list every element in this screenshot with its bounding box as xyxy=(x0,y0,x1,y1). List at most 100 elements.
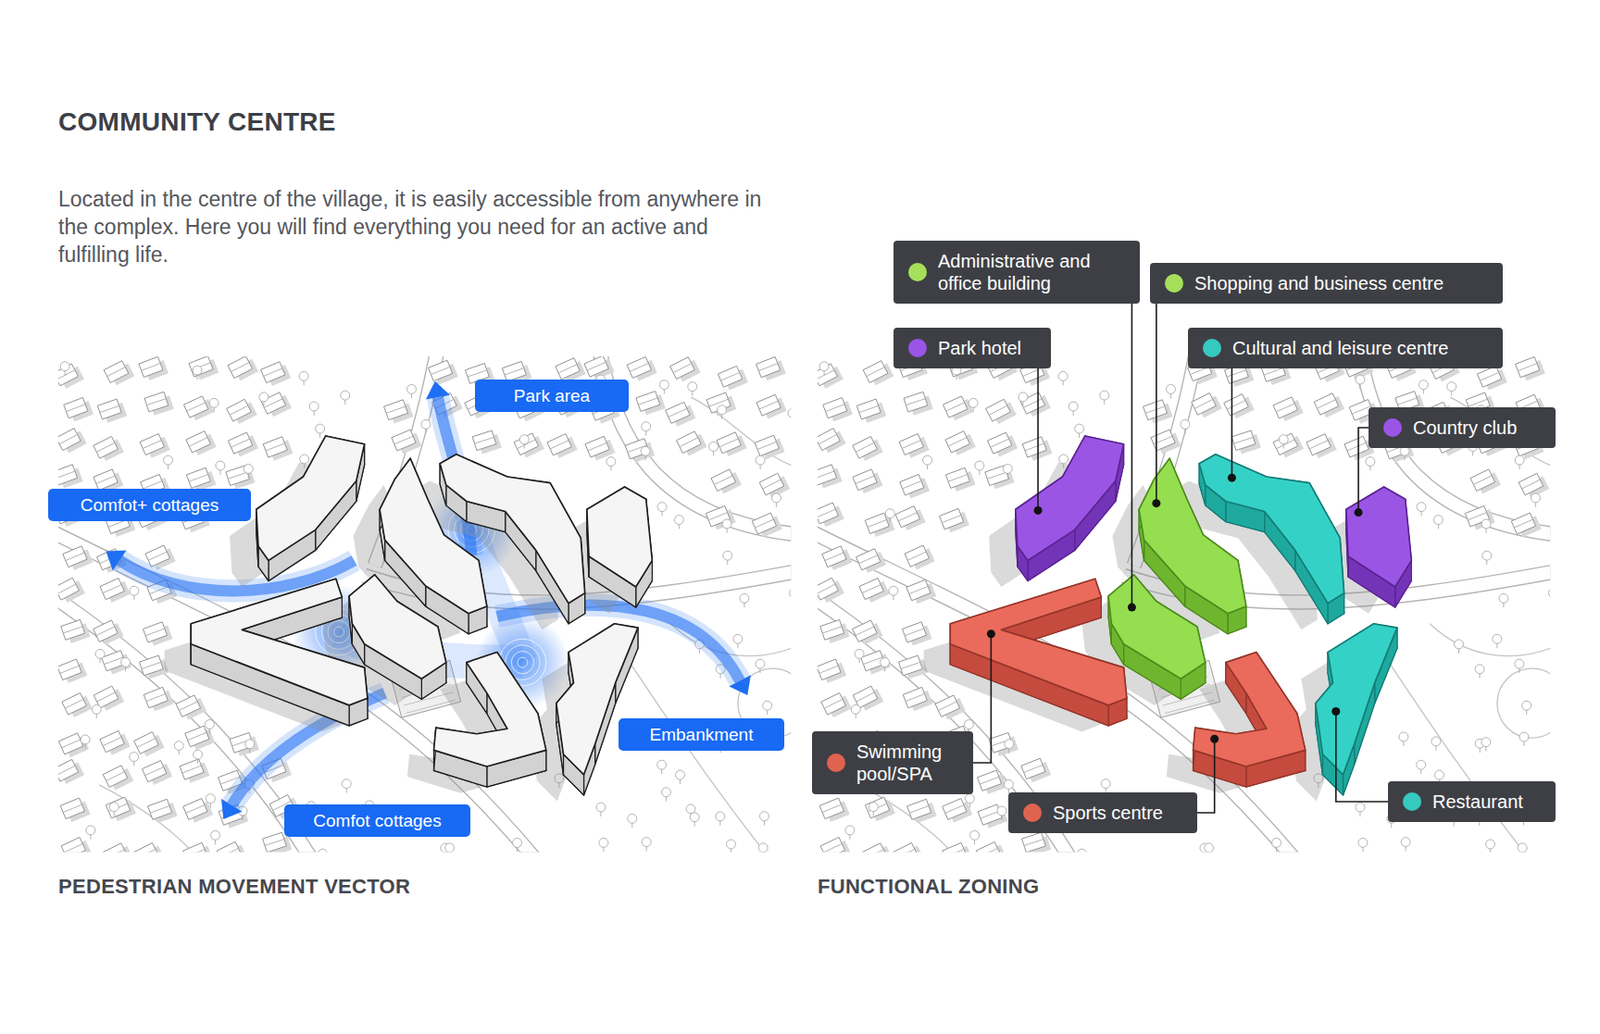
tree-crown xyxy=(209,398,219,408)
tree xyxy=(970,830,980,845)
cottage xyxy=(1021,757,1051,785)
tree-crown xyxy=(95,649,105,659)
cottage-ridge xyxy=(263,368,283,377)
zone-callout: Restaurant xyxy=(1387,781,1556,823)
cottage-ridge xyxy=(759,400,778,410)
tree xyxy=(121,658,131,673)
cottage xyxy=(902,686,933,713)
tree-crown xyxy=(674,515,684,525)
cottage-ridge xyxy=(96,626,115,636)
cottage-roof xyxy=(899,434,924,456)
cottage-roof xyxy=(1470,469,1496,492)
cottage-ridge xyxy=(855,442,875,452)
tree xyxy=(755,659,765,674)
tree xyxy=(674,515,684,530)
tree-crown xyxy=(1004,739,1014,750)
cottage xyxy=(227,356,259,383)
tree-crown xyxy=(723,550,733,561)
cottage-ridge xyxy=(946,402,965,412)
cottage-ridge xyxy=(265,443,286,451)
cottage xyxy=(856,398,887,425)
cottage-roof xyxy=(626,356,651,378)
cottage-roof xyxy=(759,473,785,496)
cottage xyxy=(819,796,850,824)
tree xyxy=(641,837,651,852)
cottage-ridge xyxy=(679,437,699,448)
cottage xyxy=(138,356,169,383)
leader-line xyxy=(1131,303,1134,608)
tree xyxy=(762,700,773,715)
cottage xyxy=(821,691,852,720)
cottage-ridge xyxy=(102,585,122,594)
cottage xyxy=(988,731,1019,758)
tree-crown xyxy=(1077,849,1088,852)
cottage-ridge xyxy=(475,437,495,444)
cottage-roof xyxy=(134,842,160,852)
cottage-ridge xyxy=(819,665,838,674)
cottage-roof xyxy=(823,398,848,419)
tree xyxy=(715,812,725,826)
cottage xyxy=(513,431,545,461)
cottage xyxy=(907,798,938,825)
cottage-ridge xyxy=(817,584,836,594)
tree xyxy=(1549,588,1551,603)
cottage-roof xyxy=(428,360,453,382)
tag-text: Comfot cottages xyxy=(297,810,458,832)
cottage-ridge xyxy=(188,437,208,447)
cottage-roof xyxy=(501,361,526,382)
tree xyxy=(717,405,727,420)
tree xyxy=(174,741,184,756)
cottage-roof xyxy=(226,399,252,422)
cottage-ridge xyxy=(945,805,964,814)
cottage-ridge xyxy=(822,804,841,813)
cottage xyxy=(817,657,847,685)
cottage xyxy=(183,394,214,423)
tree xyxy=(1416,502,1426,517)
tree-crown xyxy=(1355,375,1365,385)
cottage-roof xyxy=(555,358,580,380)
tree xyxy=(1400,837,1411,852)
cottage xyxy=(751,511,783,539)
cottage-ridge xyxy=(637,398,658,405)
cottage-ridge xyxy=(145,767,164,776)
tree-crown xyxy=(923,455,933,465)
cottage xyxy=(1273,395,1304,424)
callout-text: Administrative and office building xyxy=(937,250,1124,295)
cottage-ridge xyxy=(708,512,727,521)
tree xyxy=(596,802,606,817)
cottage xyxy=(134,840,165,852)
cottage xyxy=(62,691,93,720)
building xyxy=(950,578,1127,726)
tree xyxy=(1058,371,1068,386)
cottage-roof xyxy=(1224,394,1250,417)
tree xyxy=(923,455,933,470)
cottage xyxy=(102,841,134,853)
cottage-ridge xyxy=(948,437,967,447)
tree-crown xyxy=(512,837,523,848)
cottage-ridge xyxy=(979,776,1000,785)
tree xyxy=(193,750,203,764)
tree-crown xyxy=(318,849,328,852)
cottage-roof xyxy=(820,837,846,853)
tree-crown xyxy=(309,401,319,412)
cottage xyxy=(895,504,926,533)
cottage-ridge xyxy=(1025,443,1045,451)
tree xyxy=(407,384,417,399)
cottage-ridge xyxy=(106,850,125,853)
tree xyxy=(1431,737,1441,751)
tree xyxy=(299,371,309,386)
cottage xyxy=(261,360,292,388)
cottage-roof xyxy=(179,759,204,780)
tree-crown xyxy=(1519,732,1529,742)
cottage-ridge xyxy=(187,402,206,412)
callout-text: Cultural and leisure centre xyxy=(1232,337,1449,360)
cottage xyxy=(216,840,248,853)
cottage-ridge xyxy=(96,442,115,452)
tree xyxy=(341,779,351,794)
cottage xyxy=(820,836,851,853)
tree xyxy=(689,812,700,827)
tree xyxy=(1517,843,1527,853)
cottage-ridge xyxy=(141,363,162,372)
cottage-roof xyxy=(756,394,781,416)
tree xyxy=(1100,390,1110,405)
